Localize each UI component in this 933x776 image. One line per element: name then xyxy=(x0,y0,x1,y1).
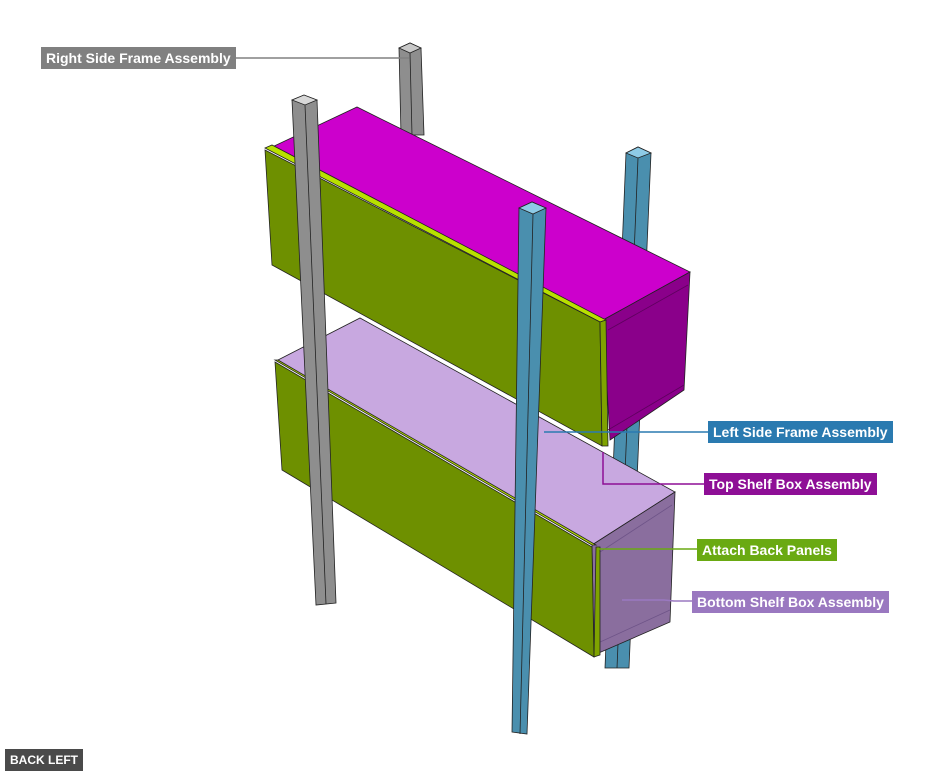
leader-bottom-shelf-box xyxy=(622,599,692,602)
leader-lines xyxy=(232,57,708,602)
callout-bottom-shelf-box-assembly[interactable]: Bottom Shelf Box Assembly xyxy=(692,591,889,613)
callout-label: Right Side Frame Assembly xyxy=(46,50,231,66)
callout-label: Top Shelf Box Assembly xyxy=(709,476,872,492)
leader-top-shelf-box xyxy=(602,452,704,485)
top-shelf-box[interactable] xyxy=(269,106,691,441)
right-frame-post-front[interactable] xyxy=(290,94,337,606)
callout-label: Attach Back Panels xyxy=(702,542,832,558)
callout-attach-back-panels[interactable]: Attach Back Panels xyxy=(697,539,837,561)
left-frame-post-front[interactable] xyxy=(511,201,547,735)
view-orientation-badge: BACK LEFT xyxy=(5,749,83,771)
callout-left-side-frame-assembly[interactable]: Left Side Frame Assembly xyxy=(708,421,893,443)
callout-top-shelf-box-assembly[interactable]: Top Shelf Box Assembly xyxy=(704,473,877,495)
callout-right-side-frame-assembly[interactable]: Right Side Frame Assembly xyxy=(41,47,236,69)
callout-label: Left Side Frame Assembly xyxy=(713,424,888,440)
view-label: BACK LEFT xyxy=(10,753,78,767)
bottom-shelf-box[interactable] xyxy=(277,317,676,656)
callout-label: Bottom Shelf Box Assembly xyxy=(697,594,884,610)
right-frame-post-back[interactable] xyxy=(398,42,425,136)
